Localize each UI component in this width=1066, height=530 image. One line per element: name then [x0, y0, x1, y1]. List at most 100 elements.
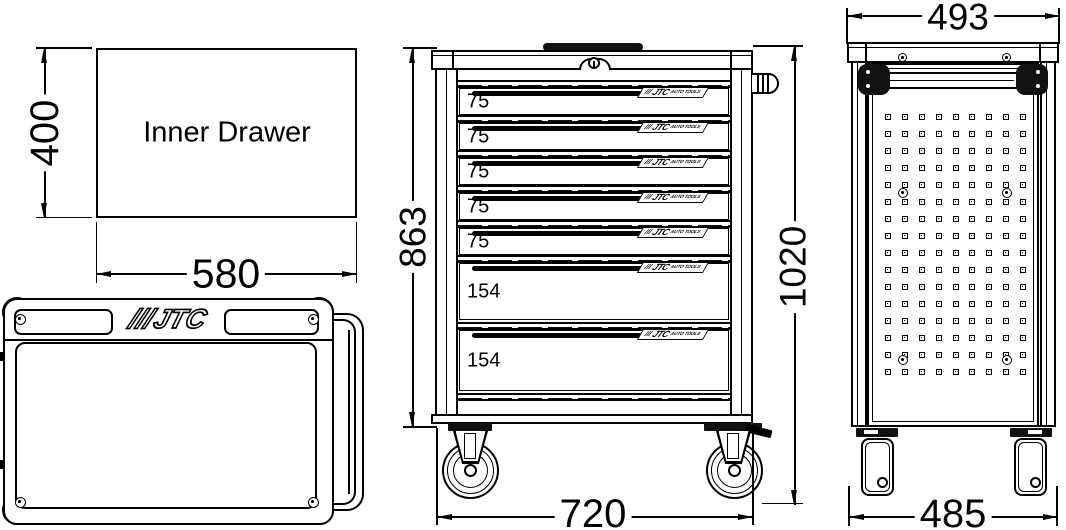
- pegboard-hole: [902, 165, 908, 171]
- pegboard-hole: [1020, 250, 1026, 256]
- bottom-rail: [458, 393, 730, 401]
- arrow-left-icon: [847, 12, 862, 19]
- arrow-right-icon: [342, 270, 357, 277]
- pegboard-hole: [936, 233, 942, 239]
- extension-line: [848, 486, 850, 526]
- pegboard-hole: [1003, 284, 1009, 290]
- pegboard-hole: [902, 199, 908, 205]
- pegboard-hole: [953, 131, 959, 137]
- pegboard-hole: [986, 335, 992, 341]
- pegboard-hole: [986, 199, 992, 205]
- pegboard-hole: [885, 335, 891, 341]
- pegboard-hole: [902, 182, 908, 188]
- cap-joint: [730, 50, 732, 70]
- extension-line: [403, 426, 437, 428]
- arrow-left-icon: [849, 513, 864, 520]
- top-rail-panel-right: [224, 309, 319, 335]
- dim-720-label: 720: [554, 494, 632, 530]
- corner-screw-icon: [308, 314, 319, 325]
- drawer-size-label: 75: [467, 160, 490, 182]
- cap-joint: [1039, 42, 1041, 63]
- pegboard-hole: [969, 250, 975, 256]
- caster-plate: [704, 423, 762, 431]
- pegboard-hole: [953, 318, 959, 324]
- pegboard-hole: [986, 284, 992, 290]
- drawer-size-label: 75: [467, 90, 490, 112]
- pegboard-hole: [1020, 182, 1026, 188]
- pegboard-hole: [1020, 165, 1026, 171]
- drawer-handle-groove: [472, 161, 686, 166]
- cap-screw-icon: [1002, 53, 1011, 62]
- pegboard-hole: [1020, 148, 1026, 154]
- dim-863-label: 863: [392, 201, 433, 273]
- pegboard-hole: [919, 216, 925, 222]
- pegboard-hole: [1003, 131, 1009, 137]
- drawer-logo-part: AUTO TOOLS: [669, 124, 702, 130]
- drawer-handle-groove: [472, 126, 686, 131]
- extension-line: [36, 216, 92, 218]
- pegboard-hole: [919, 250, 925, 256]
- arrow-up-icon: [41, 48, 47, 63]
- jtc-logo: /// JTC: [107, 300, 230, 338]
- pegboard-hole: [919, 182, 925, 188]
- pegboard-hole: [1020, 216, 1026, 222]
- drawer-size-label: 75: [467, 125, 490, 147]
- pegboard-hole: [885, 131, 891, 137]
- pegboard-hole: [919, 148, 925, 154]
- pegboard-hole: [969, 216, 975, 222]
- pegboard-hole: [986, 165, 992, 171]
- pegboard-hole: [1020, 318, 1026, 324]
- pegboard-hole: [986, 318, 992, 324]
- side-bottom-line: [851, 424, 1056, 427]
- drawer-logo-part: AUTO TOOLS: [669, 89, 702, 95]
- pegboard-hole: [969, 318, 975, 324]
- panel-screw-icon: [898, 355, 908, 365]
- pegboard-hole: [936, 182, 942, 188]
- pegboard-hole: [902, 148, 908, 154]
- caster-plate-slot: [1028, 430, 1042, 434]
- pegboard-hole: [953, 301, 959, 307]
- pegboard-hole: [1020, 369, 1026, 375]
- extension-line: [753, 45, 803, 47]
- nub-rib: [762, 74, 764, 93]
- pegboard-hole: [919, 199, 925, 205]
- extension-line: [36, 47, 92, 49]
- pegboard-hole: [1020, 267, 1026, 273]
- extension-line: [752, 426, 754, 525]
- handle-bracket: [858, 64, 890, 95]
- caster-hub: [877, 477, 888, 488]
- pegboard-hole: [953, 352, 959, 358]
- extension-line: [403, 47, 437, 49]
- pegboard-hole: [885, 318, 891, 324]
- pegboard-hole: [1020, 114, 1026, 120]
- pegboard-hole: [936, 335, 942, 341]
- pegboard-hole: [953, 284, 959, 290]
- caster-fork-slot: [727, 433, 739, 459]
- drawer-logo-part: JTC: [650, 329, 672, 339]
- pegboard-hole: [919, 318, 925, 324]
- pegboard-hole: [902, 318, 908, 324]
- arrow-down-icon: [409, 412, 415, 427]
- pegboard-hole: [885, 284, 891, 290]
- drawer-size-label: 154: [467, 349, 501, 371]
- pegboard-hole: [902, 301, 908, 307]
- pegboard-hole: [1003, 250, 1009, 256]
- pegboard-hole: [936, 369, 942, 375]
- caster-hub: [1030, 477, 1041, 488]
- pegboard-hole: [902, 250, 908, 256]
- pegboard-hole: [919, 301, 925, 307]
- pegboard-hole: [936, 352, 942, 358]
- pegboard-hole: [953, 250, 959, 256]
- drawer-rail: [458, 115, 730, 123]
- side-top-cap: [847, 42, 1059, 63]
- pegboard-hole: [953, 233, 959, 239]
- pegboard-hole: [986, 369, 992, 375]
- pegboard-hole: [1003, 165, 1009, 171]
- caster-plate: [448, 423, 492, 431]
- bracket-screw-icon: [866, 84, 870, 88]
- pegboard-hole: [885, 199, 891, 205]
- drawer-handle-groove: [472, 196, 686, 201]
